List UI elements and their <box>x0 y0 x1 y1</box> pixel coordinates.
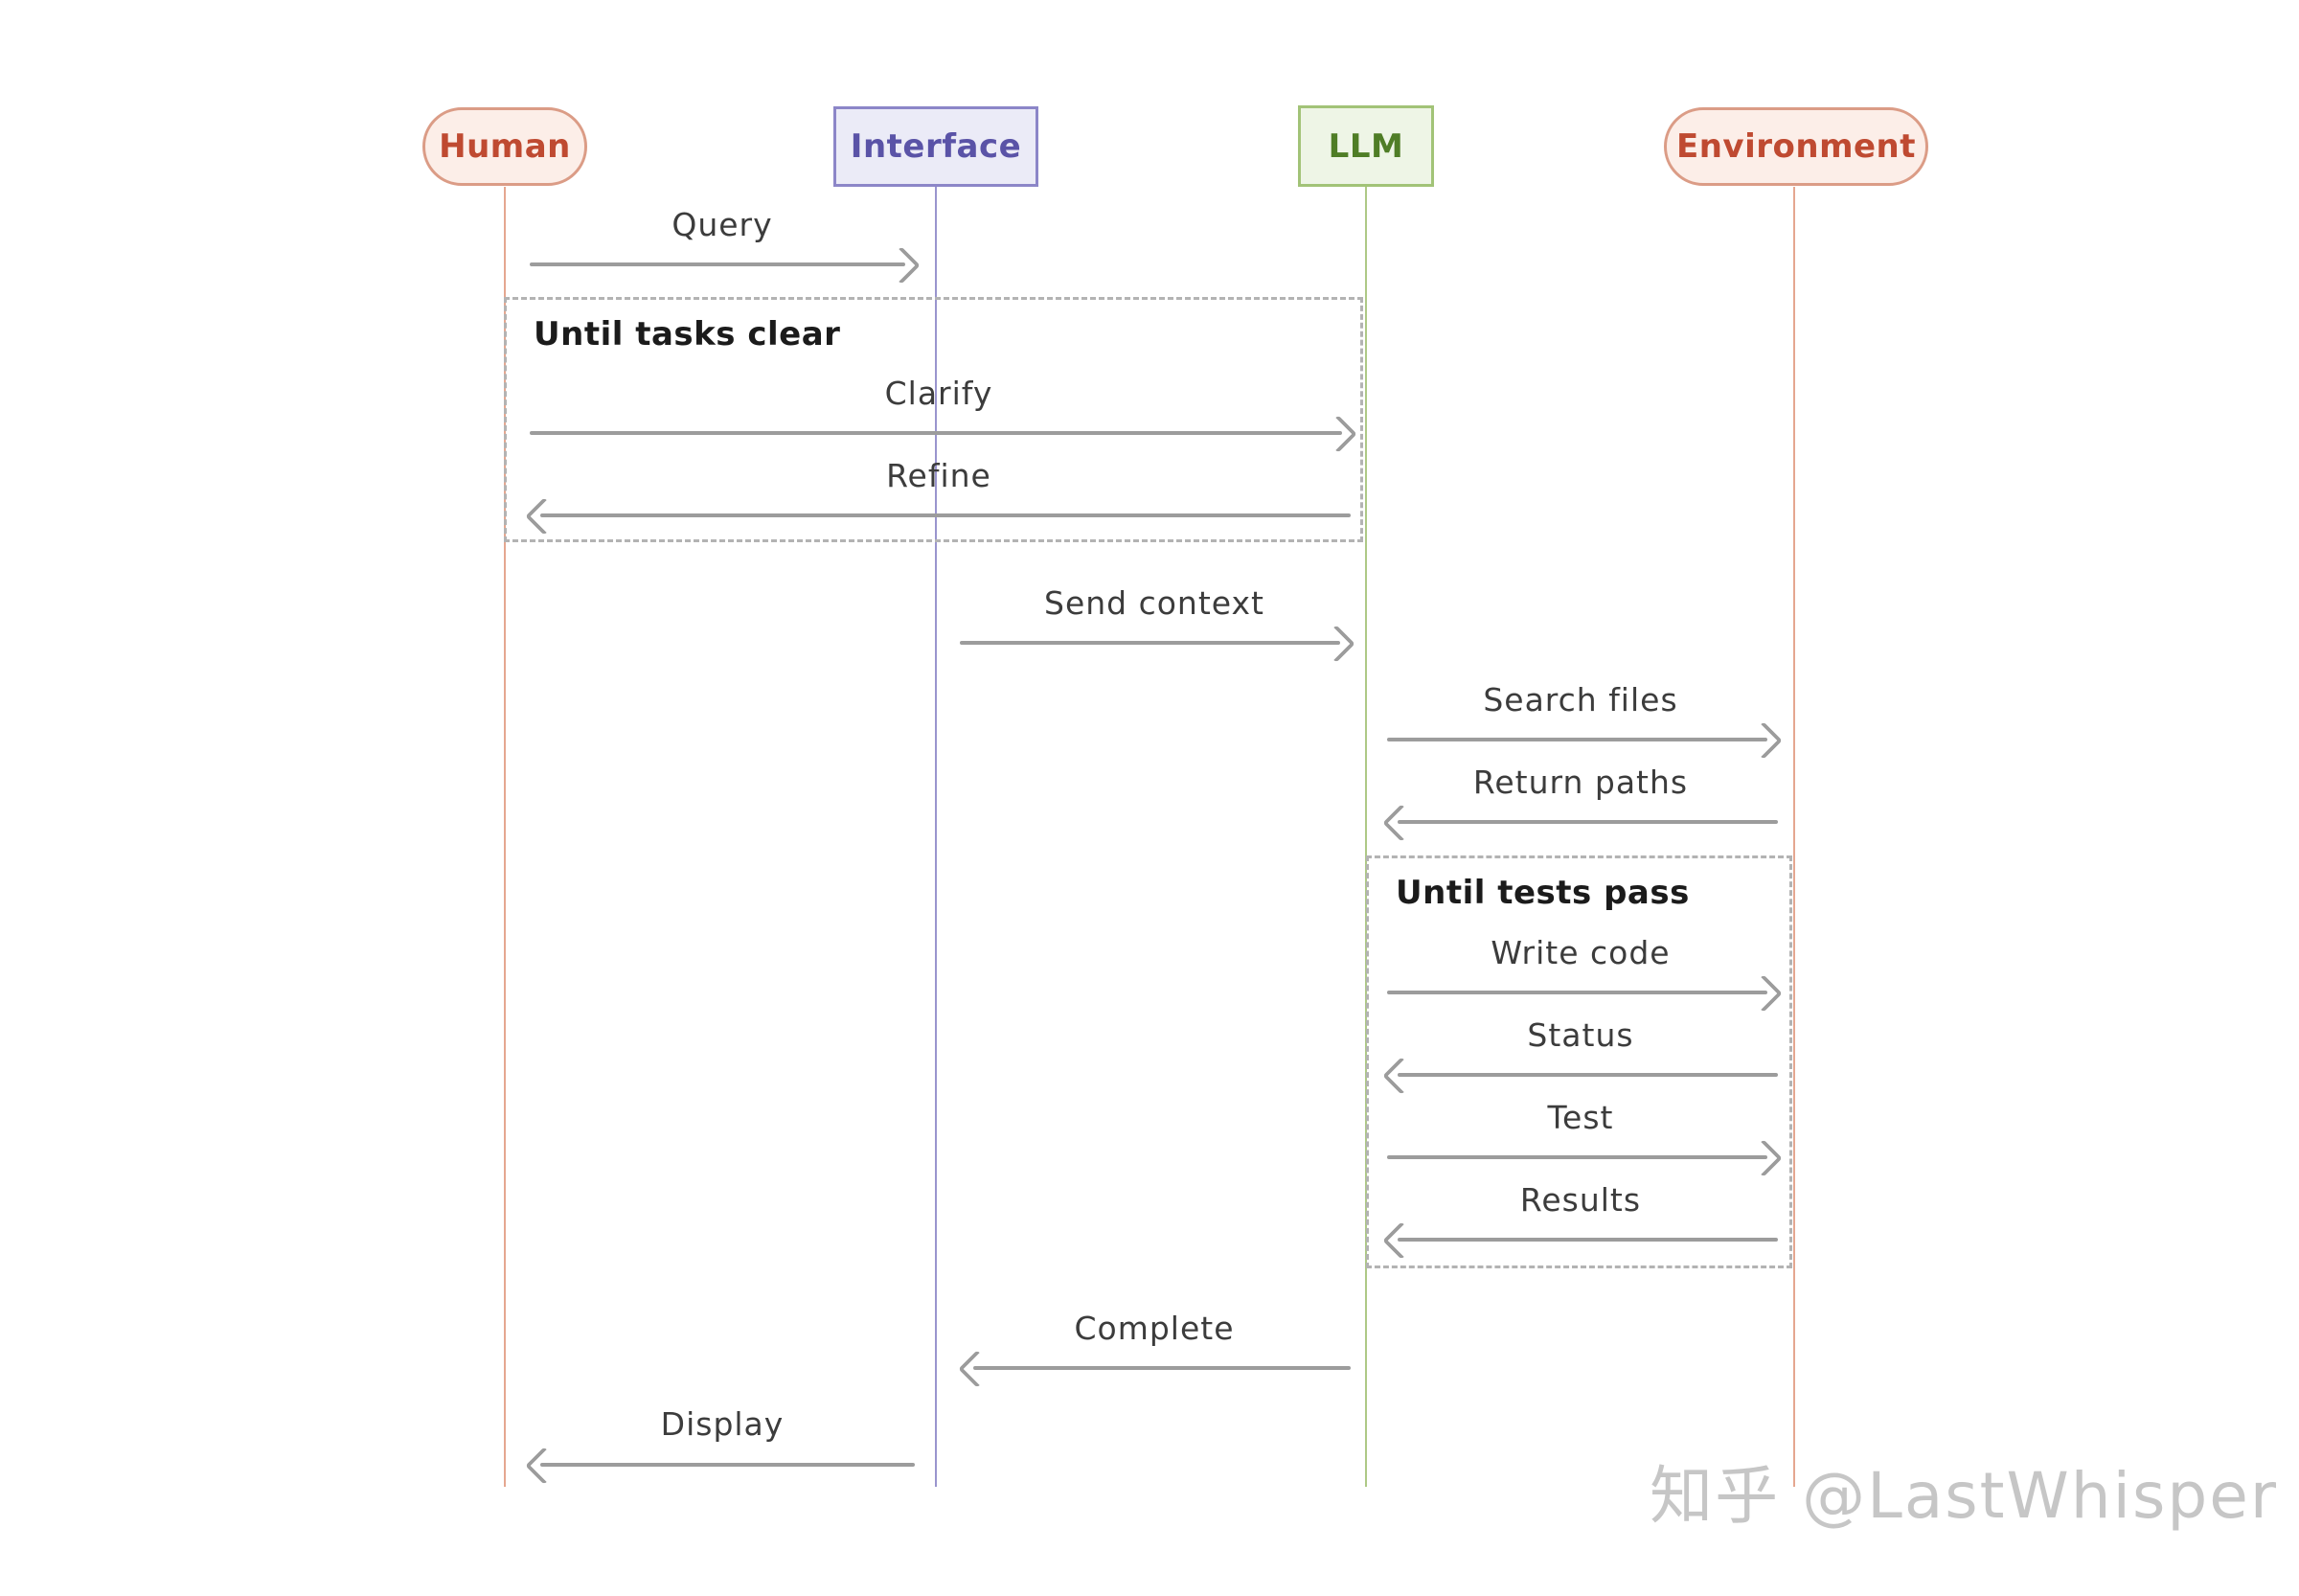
message-send-context-arrow-right-icon <box>960 641 1340 645</box>
lifeline-human <box>504 187 506 1487</box>
actor-human-label: Human <box>439 127 571 166</box>
message-display-label: Display <box>660 1405 785 1443</box>
lifeline-environment <box>1793 187 1795 1487</box>
message-complete-label: Complete <box>1074 1310 1235 1347</box>
message-test-label: Test <box>1547 1099 1614 1136</box>
actor-llm-label: LLM <box>1328 126 1404 166</box>
message-return-paths-label: Return paths <box>1472 764 1689 801</box>
message-query-label: Query <box>671 206 773 243</box>
loop-until-tests-pass-label: Until tests pass <box>1396 874 1690 912</box>
watermark: 知乎 @LastWhisper <box>1650 1459 2278 1533</box>
message-display-arrow-left-icon <box>540 1463 915 1467</box>
message-results-arrow-left-icon <box>1398 1238 1778 1242</box>
message-query-arrow-right-icon <box>530 262 905 266</box>
loop-until-tasks-clear-label: Until tasks clear <box>534 315 841 353</box>
actor-llm: LLM <box>1298 105 1434 187</box>
message-clarify-arrow-right-icon <box>530 431 1342 435</box>
actor-environment-label: Environment <box>1675 127 1917 166</box>
message-return-paths-arrow-left-icon <box>1398 820 1778 824</box>
message-clarify-label: Clarify <box>884 375 993 412</box>
message-status-arrow-left-icon <box>1398 1073 1778 1077</box>
actor-interface: Interface <box>833 106 1038 187</box>
message-test-arrow-right-icon <box>1387 1155 1767 1159</box>
message-search-files-arrow-right-icon <box>1387 738 1767 741</box>
message-write-code-arrow-right-icon <box>1387 991 1767 994</box>
message-send-context-label: Send context <box>1044 584 1264 622</box>
loop-until-tests-pass: Until tests pass <box>1366 855 1792 1268</box>
lifeline-llm <box>1365 187 1367 1487</box>
actor-environment: Environment <box>1664 107 1928 186</box>
message-results-label: Results <box>1519 1181 1642 1219</box>
message-refine-label: Refine <box>886 457 991 494</box>
message-status-label: Status <box>1527 1016 1634 1054</box>
message-refine-arrow-left-icon <box>540 513 1351 517</box>
actor-human: Human <box>422 107 587 186</box>
message-write-code-label: Write code <box>1491 934 1671 971</box>
actor-interface-label: Interface <box>850 127 1022 166</box>
message-search-files-label: Search files <box>1483 681 1678 718</box>
message-complete-arrow-left-icon <box>973 1366 1351 1370</box>
loop-until-tasks-clear: Until tasks clear <box>504 297 1363 542</box>
lifeline-interface <box>935 187 937 1487</box>
